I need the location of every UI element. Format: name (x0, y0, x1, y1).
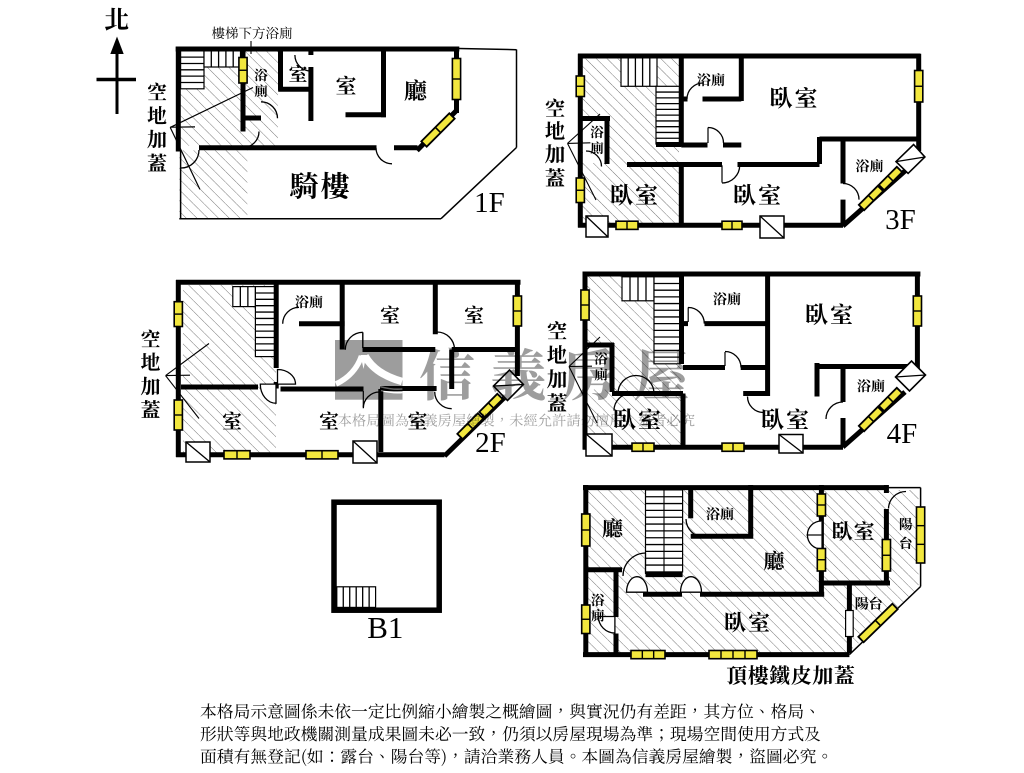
svg-text:面積有無登記(如：露台、陽台等)，請洽業務人員。本圖為信義房: 面積有無登記(如：露台、陽台等)，請洽業務人員。本圖為信義房屋繪製，盜圖必究。 (200, 744, 833, 768)
svg-text:浴廁: 浴廁 (295, 292, 323, 312)
svg-text:信義房屋: 信義房屋 (419, 333, 705, 413)
svg-text:臥室: 臥室 (761, 402, 811, 435)
svg-text:浴廁: 浴廁 (857, 376, 885, 396)
svg-text:頂樓鐵皮加蓋: 頂樓鐵皮加蓋 (726, 660, 855, 690)
svg-text:北: 北 (104, 1, 129, 37)
svg-text:樓梯下方浴廁: 樓梯下方浴廁 (212, 22, 293, 42)
svg-text:陽: 陽 (899, 513, 913, 533)
svg-text:廳: 廳 (404, 73, 427, 106)
svg-text:廁: 廁 (254, 80, 268, 100)
svg-text:臥室: 臥室 (770, 81, 820, 114)
svg-text:台: 台 (899, 532, 913, 552)
svg-text:浴廁: 浴廁 (697, 70, 725, 90)
svg-text:廁: 廁 (590, 137, 604, 157)
svg-text:室: 室 (380, 300, 400, 329)
svg-text:室: 室 (464, 300, 484, 329)
svg-text:本格局圖為信義房屋繪製，未經允許請勿擅用，違者必究: 本格局圖為信義房屋繪製，未經允許請勿擅用，違者必究 (338, 411, 695, 431)
svg-text:室: 室 (288, 60, 307, 87)
svg-text:臥室: 臥室 (610, 178, 660, 211)
svg-text:臥室: 臥室 (733, 178, 783, 211)
svg-text:浴廁: 浴廁 (706, 504, 734, 524)
svg-text:廳: 廳 (602, 513, 623, 543)
svg-text:蓋: 蓋 (147, 147, 167, 176)
svg-text:蓋: 蓋 (141, 394, 161, 423)
svg-text:蓋: 蓋 (545, 161, 566, 191)
svg-text:浴廁: 浴廁 (856, 156, 884, 176)
svg-text:室: 室 (336, 71, 357, 101)
svg-text:室: 室 (222, 406, 242, 435)
svg-text:1F: 1F (474, 187, 505, 219)
svg-text:廳: 廳 (764, 546, 785, 576)
svg-text:臥室: 臥室 (832, 516, 876, 546)
svg-text:3F: 3F (885, 204, 916, 236)
svg-text:本格局示意圖係未依一定比例縮小繪製之概繪圖，與實況仍有差距，: 本格局示意圖係未依一定比例縮小繪製之概繪圖，與實況仍有差距，其方位、格局、 (200, 699, 821, 723)
svg-text:廁: 廁 (591, 604, 605, 624)
svg-text:B1: B1 (367, 610, 403, 645)
svg-text:臥室: 臥室 (724, 607, 772, 638)
svg-text:臥室: 臥室 (805, 297, 855, 330)
svg-text:形狀等與地政機關測量成果圖未必一致，仍須以房屋現場為準；現場: 形狀等與地政機關測量成果圖未必一致，仍須以房屋現場為準；現場空間使用方式及 (200, 721, 821, 745)
svg-text:4F: 4F (887, 418, 918, 450)
svg-text:陽台: 陽台 (855, 594, 883, 614)
svg-text:浴廁: 浴廁 (713, 289, 741, 309)
svg-text:2F: 2F (475, 427, 506, 459)
svg-text:室: 室 (319, 406, 339, 435)
svg-text:騎樓: 騎樓 (289, 165, 351, 206)
